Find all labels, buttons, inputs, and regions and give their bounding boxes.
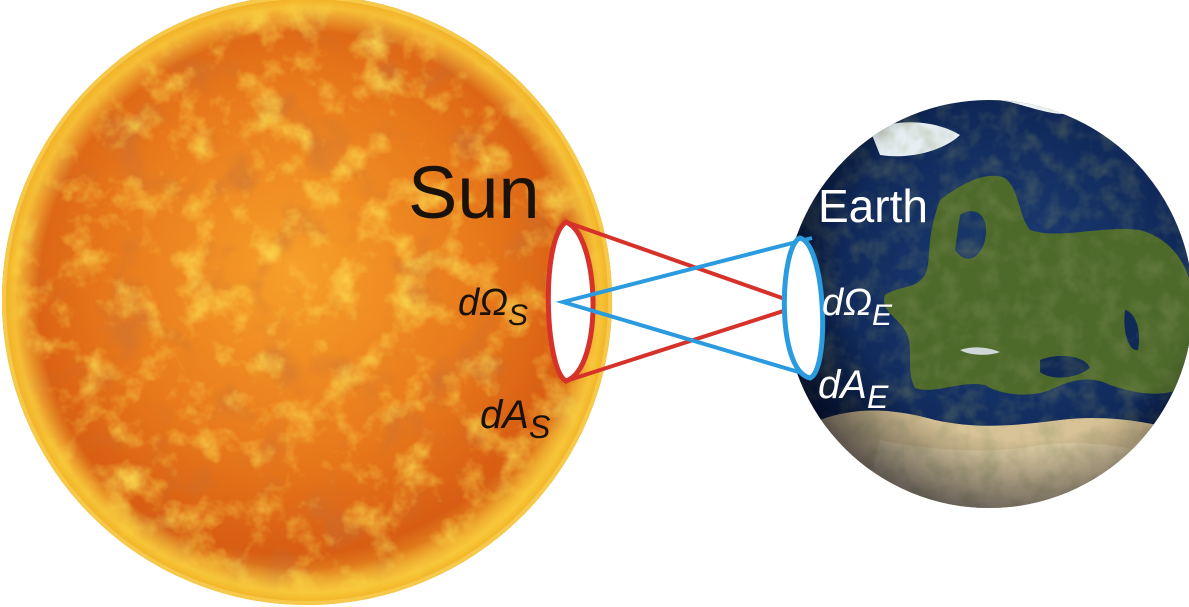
earth-area-label: dAE (818, 363, 889, 415)
earth-area-element (781, 235, 826, 381)
sun-solid-angle-symbol: dΩ (458, 282, 508, 324)
sun-area-symbol: dA (480, 393, 529, 437)
earth-area-symbol: dA (818, 363, 867, 407)
earth-area-subscript: E (867, 379, 889, 415)
sun-area-label: dAS (480, 393, 550, 445)
earth-solid-angle-label: dΩE (822, 282, 893, 332)
sun-solid-angle-subscript: S (508, 299, 528, 332)
sun-globe (2, 0, 612, 605)
earth-label: Earth (818, 180, 928, 232)
sun-solid-angle-label: dΩS (458, 282, 528, 332)
sun-solid-angle-cone (545, 219, 809, 384)
sun-area-subscript: S (529, 409, 550, 445)
sun-label: Sun (408, 151, 540, 234)
earth-solid-angle-subscript: E (872, 299, 893, 332)
earth-solid-angle-cone (555, 235, 826, 381)
earth-solid-angle-symbol: dΩ (822, 282, 872, 324)
